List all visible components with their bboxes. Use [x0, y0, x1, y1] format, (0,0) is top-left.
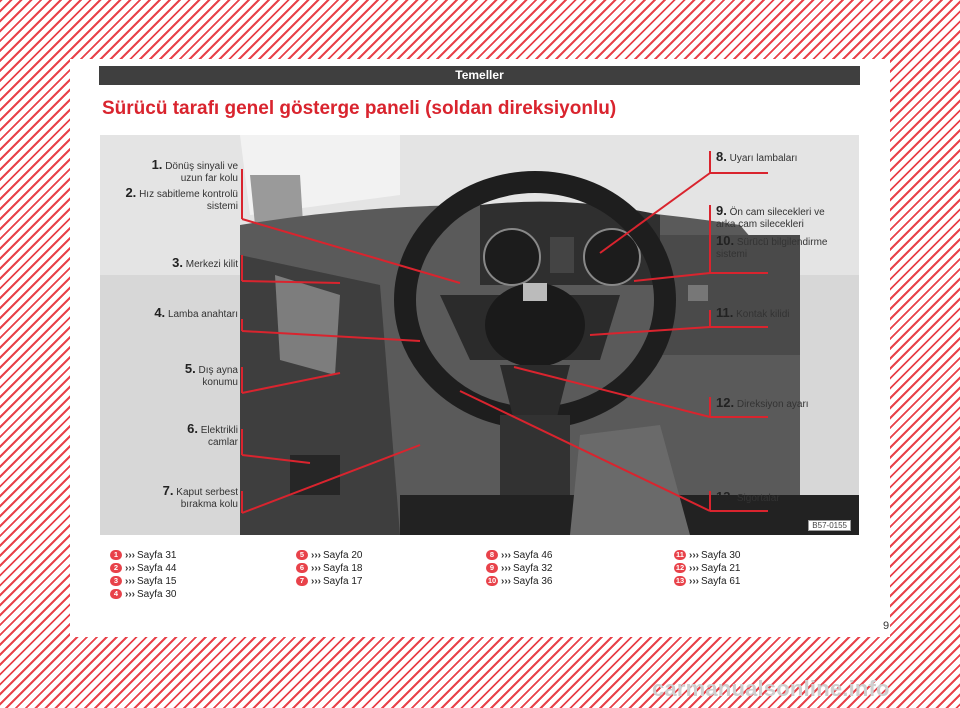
ref-row[interactable]: 5›››Sayfa 20	[296, 549, 362, 562]
ref-badge: 10	[486, 576, 498, 587]
ref-row[interactable]: 12›››Sayfa 21	[674, 563, 741, 574]
ref-row[interactable]: 13›››Sayfa 61	[674, 576, 741, 587]
callout-2: 2. Hız sabitleme kontrolü sistemi	[125, 185, 238, 212]
callout-13: 13. Sigortalar	[716, 489, 780, 504]
ref-row[interactable]: 7›››Sayfa 17	[296, 575, 362, 588]
ref-badge: 9	[486, 563, 498, 574]
ref-badge: 12	[674, 563, 686, 574]
callout-4: 4. Lamba anahtarı	[154, 305, 238, 320]
callout-8: 8. Uyarı lambaları	[716, 149, 798, 164]
ref-row[interactable]: 1›››Sayfa 31	[110, 549, 176, 562]
refs-column-4: 11›››Sayfa 30 12›››Sayfa 21 13›››Sayfa 6…	[674, 549, 740, 588]
page-number: 9	[883, 620, 890, 632]
refs-column-2: 5›››Sayfa 20 6›››Sayfa 18 7›››Sayfa 17	[296, 549, 362, 588]
ref-badge: 8	[486, 550, 498, 561]
ref-row[interactable]: 8›››Sayfa 46	[486, 549, 552, 562]
ref-row[interactable]: 2›››Sayfa 44	[110, 562, 176, 575]
refs-column-3: 8›››Sayfa 46 9›››Sayfa 32 10›››Sayfa 36	[486, 549, 552, 588]
watermark: carmanualsonline.info	[652, 676, 890, 701]
dashboard-photo: 1. Dönüş sinyali ve uzun far kolu 2. Hız…	[100, 135, 859, 535]
callout-11: 11. Kontak kilidi	[716, 305, 790, 320]
refs-column-1: 1›››Sayfa 31 2›››Sayfa 44 3›››Sayfa 15 4…	[110, 549, 176, 601]
callout-6: 6. Elektrikli camlar	[187, 421, 238, 448]
section-header: Temeller	[99, 66, 860, 85]
ref-badge: 6	[296, 563, 308, 574]
callout-3: 3. Merkezi kilit	[172, 255, 238, 270]
ref-row[interactable]: 10›››Sayfa 36	[486, 576, 553, 587]
ref-badge: 7	[296, 576, 308, 587]
ref-badge: 4	[110, 589, 122, 600]
callout-7: 7. Kaput serbest bırakma kolu	[162, 483, 238, 510]
ref-badge: 3	[110, 576, 122, 587]
figure-code: B57-0155	[808, 520, 851, 531]
ref-badge: 2	[110, 563, 122, 574]
callout-12: 12. Direksiyon ayarı	[716, 395, 809, 410]
ref-badge: 5	[296, 550, 308, 561]
ref-badge: 11	[674, 550, 686, 561]
ref-row[interactable]: 3›››Sayfa 15	[110, 575, 176, 588]
callout-1: 1. Dönüş sinyali ve uzun far kolu	[151, 157, 238, 184]
ref-row[interactable]: 4›››Sayfa 30	[110, 588, 176, 601]
ref-row[interactable]: 9›››Sayfa 32	[486, 562, 552, 575]
ref-row[interactable]: 6›››Sayfa 18	[296, 562, 362, 575]
dashboard-illustration	[100, 135, 859, 535]
callout-5: 5. Dış ayna konumu	[184, 361, 238, 388]
ref-badge: 1	[110, 550, 122, 561]
callout-9: 9. Ön cam silecekleri ve arka cam silece…	[716, 203, 825, 230]
ref-row[interactable]: 11›››Sayfa 30	[674, 549, 740, 562]
page-title: Sürücü tarafı genel gösterge paneli (sol…	[102, 98, 617, 119]
ref-badge: 13	[674, 576, 686, 587]
callout-10: 10. Sürücü bilgilendirme sistemi	[716, 233, 828, 260]
